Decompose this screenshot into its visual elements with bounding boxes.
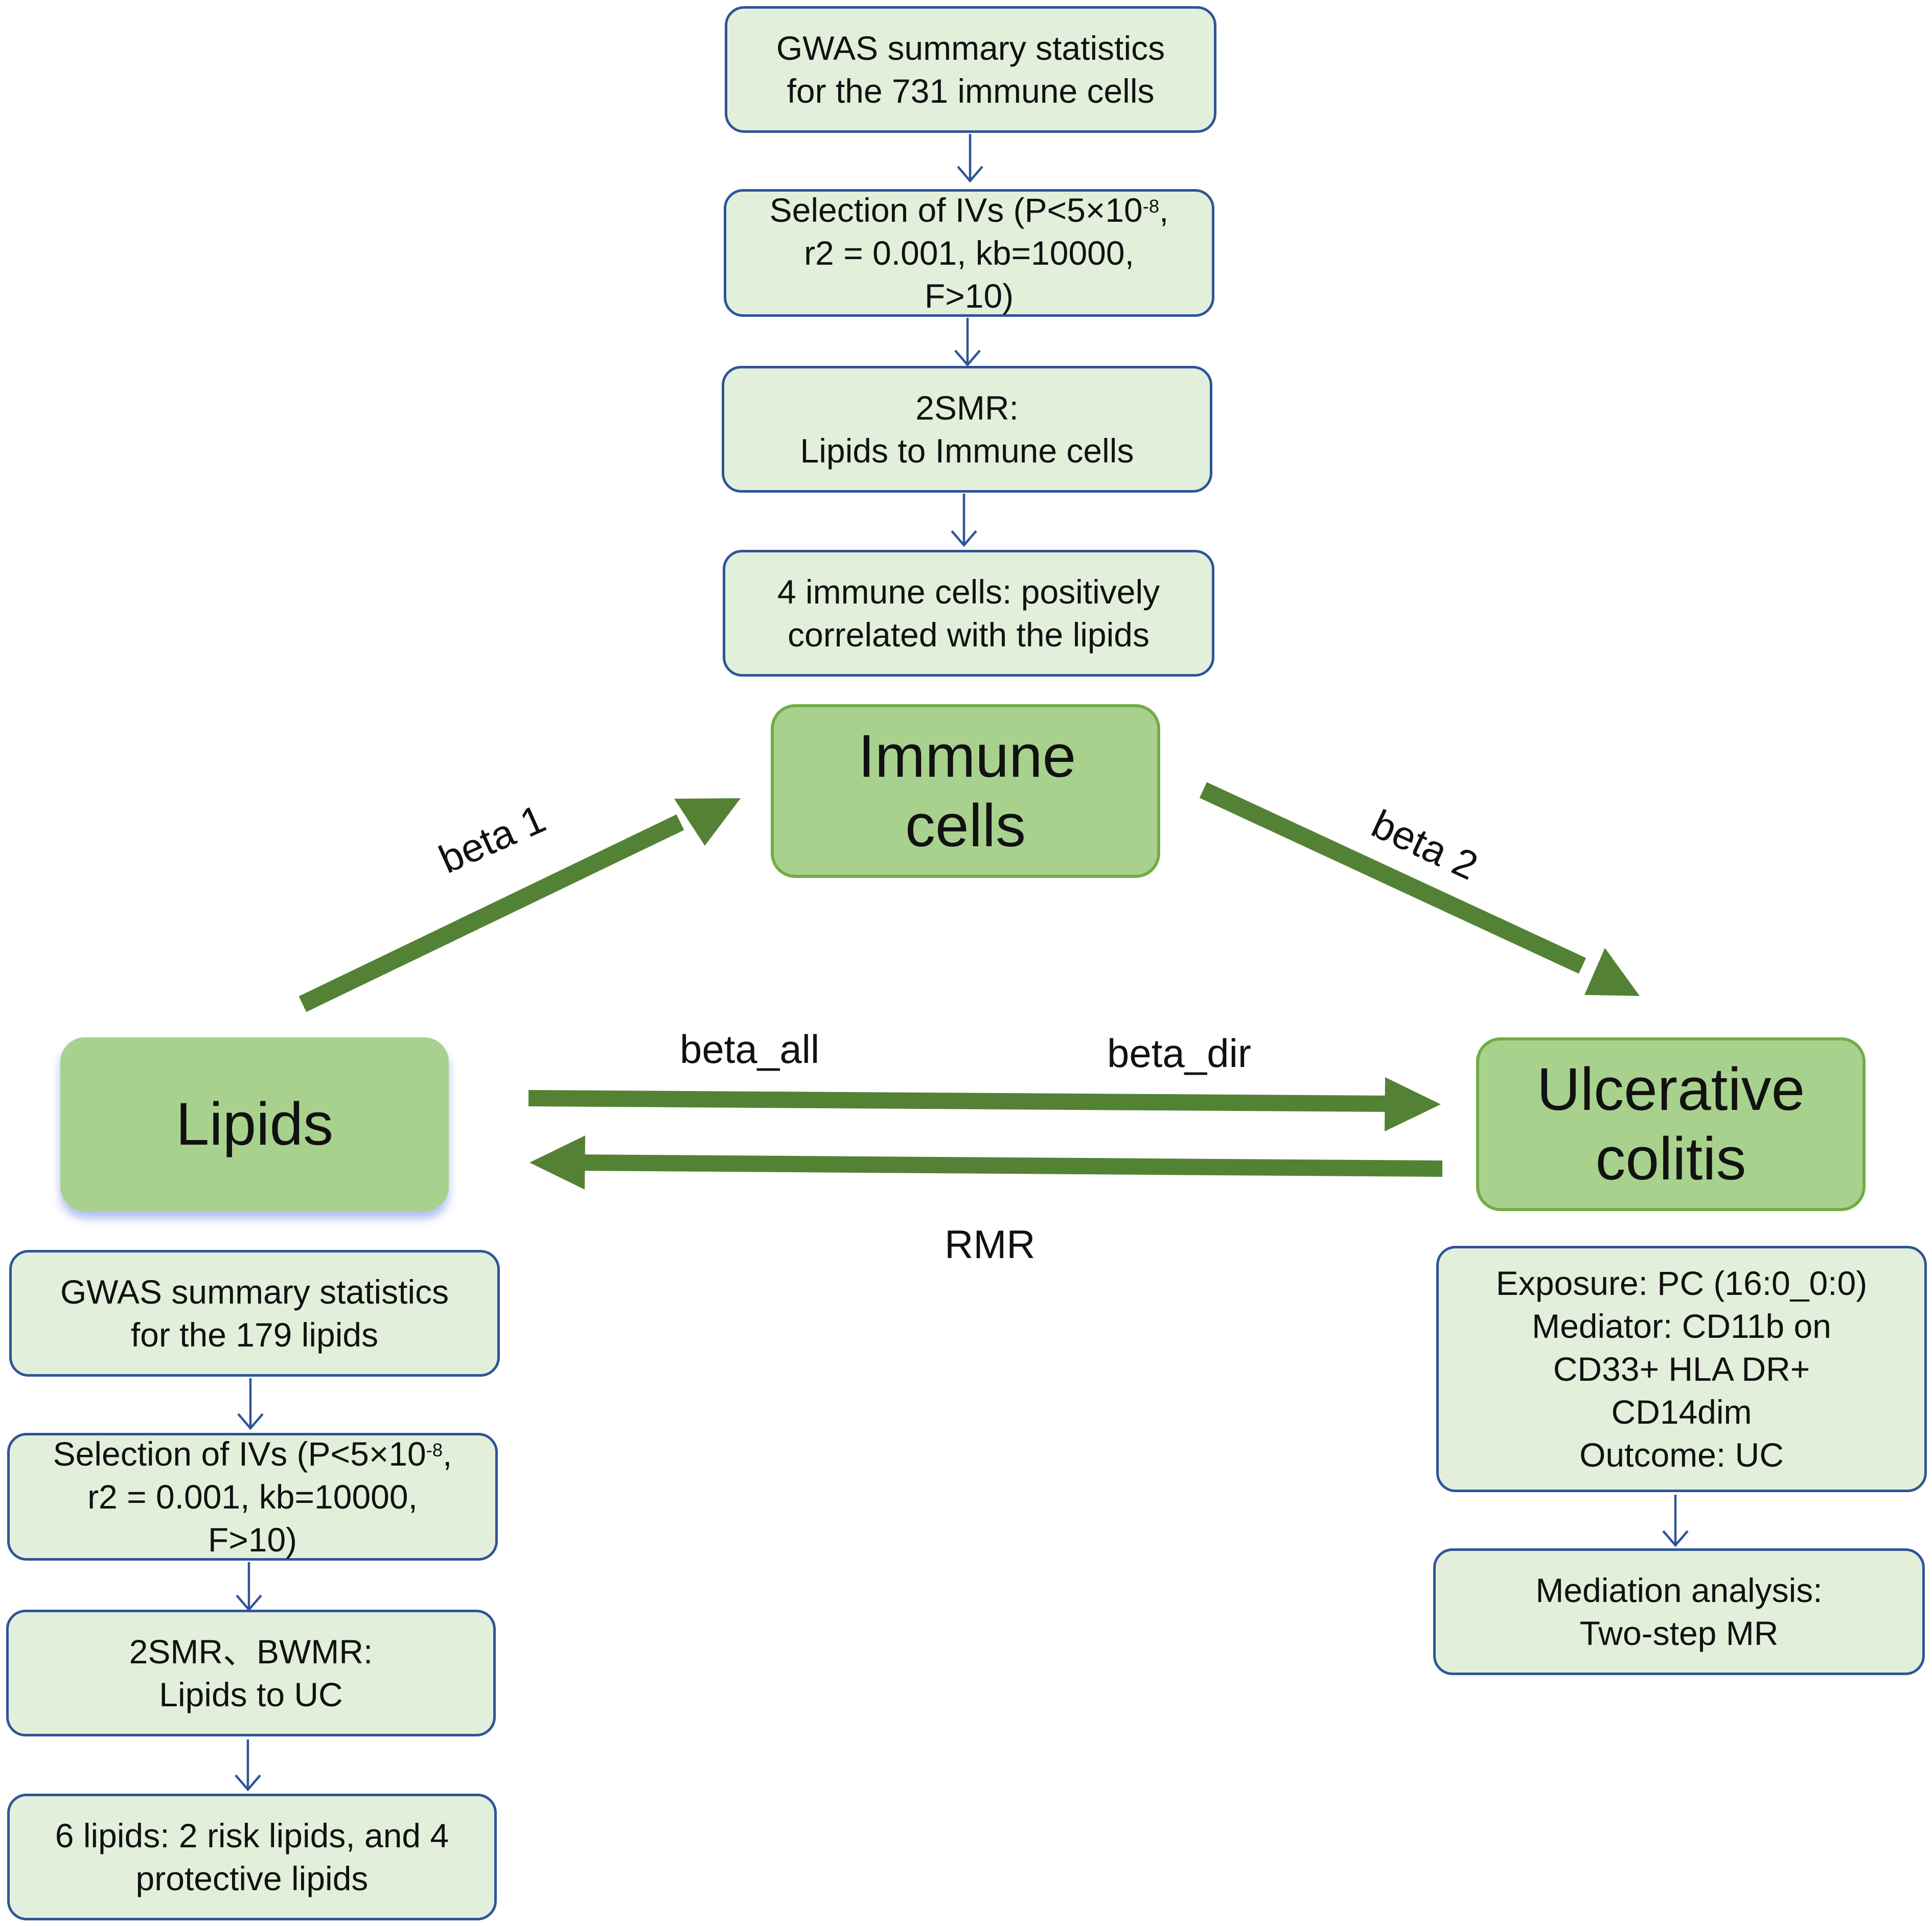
box-line: r2 = 0.001, kb=10000, — [87, 1478, 418, 1516]
mediation-details-box: Exposure: PC (16:0_0:0) Mediator: CD11b … — [1436, 1246, 1927, 1492]
box-line: Outcome: UC — [1579, 1436, 1784, 1474]
lipid-gwas-box: GWAS summary statistics for the 179 lipi… — [9, 1250, 500, 1377]
box-line: F>10) — [208, 1521, 297, 1559]
box-line: CD33+ HLA DR+ — [1553, 1350, 1810, 1388]
beta1-arrow — [298, 798, 741, 1012]
lipid-2smr-bwmr-box: 2SMR、BWMR: Lipids to UC — [6, 1610, 496, 1736]
immune-cells-node: Immune cells — [771, 704, 1160, 878]
lipid-result-box: 6 lipids: 2 risk lipids, and 4 protectiv… — [7, 1794, 497, 1920]
lipids-node: Lipids — [60, 1037, 449, 1211]
beta-all-label: beta_all — [680, 1027, 820, 1072]
box-line: Two-step MR — [1579, 1614, 1779, 1652]
ulcerative-colitis-node: Ulcerative colitis — [1476, 1037, 1866, 1211]
node-label: Immune cells — [858, 723, 1076, 860]
box-line: r2 = 0.001, kb=10000, — [804, 234, 1134, 272]
beta-all-arrow — [528, 1077, 1441, 1131]
box-line: 6 lipids: 2 risk lipids, and 4 — [55, 1817, 449, 1854]
box-line: F>10) — [924, 277, 1014, 315]
box-line: Mediation analysis: — [1535, 1571, 1823, 1609]
mediation-analysis-box: Mediation analysis: Two-step MR — [1433, 1548, 1925, 1675]
box-text: , — [1159, 191, 1169, 229]
immune-iv-selection-box: Selection of IVs (P<5×10-8, r2 = 0.001, … — [724, 189, 1214, 317]
box-line: 2SMR: — [915, 389, 1019, 427]
node-label: Ulcerative colitis — [1536, 1056, 1805, 1193]
connector-arrow — [951, 494, 977, 547]
connector-arrow — [954, 318, 981, 367]
box-line: protective lipids — [135, 1860, 369, 1897]
beta2-arrow — [1199, 782, 1640, 996]
box-line: Selection of IVs (P<5×10-8, — [770, 189, 1169, 231]
box-line: Selection of IVs (P<5×10-8, — [53, 1432, 452, 1475]
box-line: correlated with the lipids — [787, 616, 1150, 654]
connector-arrow — [236, 1562, 262, 1612]
node-label: Lipids — [175, 1090, 334, 1158]
box-line: for the 179 lipids — [130, 1316, 379, 1354]
box-text: Selection of IVs (P<5×10 — [769, 191, 1143, 229]
box-line: Mediator: CD11b on — [1532, 1307, 1831, 1345]
beta-dir-label: beta_dir — [1107, 1031, 1251, 1076]
box-line: GWAS summary statistics — [776, 29, 1165, 67]
exponent: -8 — [1142, 195, 1160, 217]
immune-gwas-box: GWAS summary statistics for the 731 immu… — [725, 6, 1216, 133]
connector-arrow — [1662, 1495, 1689, 1547]
immune-2smr-box: 2SMR: Lipids to Immune cells — [722, 366, 1212, 493]
box-line: CD14dim — [1611, 1393, 1752, 1431]
box-line: Lipids to UC — [159, 1676, 343, 1713]
immune-result-box: 4 immune cells: positively correlated wi… — [723, 550, 1214, 677]
box-text: Selection of IVs (P<5×10 — [53, 1435, 426, 1473]
box-text: , — [443, 1435, 452, 1473]
rmr-label: RMR — [945, 1222, 1036, 1267]
connector-arrow — [235, 1739, 261, 1792]
box-line: Exposure: PC (16:0_0:0) — [1496, 1264, 1868, 1302]
exponent: -8 — [426, 1439, 443, 1460]
lipid-iv-selection-box: Selection of IVs (P<5×10-8, r2 = 0.001, … — [7, 1433, 498, 1561]
box-line: 4 immune cells: positively — [777, 573, 1160, 611]
box-line: Lipids to Immune cells — [800, 432, 1134, 470]
box-line: GWAS summary statistics — [60, 1273, 449, 1311]
connector-arrow — [957, 134, 983, 183]
rmr-arrow — [530, 1135, 1443, 1190]
box-line: for the 731 immune cells — [787, 72, 1155, 110]
connector-arrow — [237, 1378, 264, 1430]
box-line: 2SMR、BWMR: — [129, 1633, 373, 1670]
